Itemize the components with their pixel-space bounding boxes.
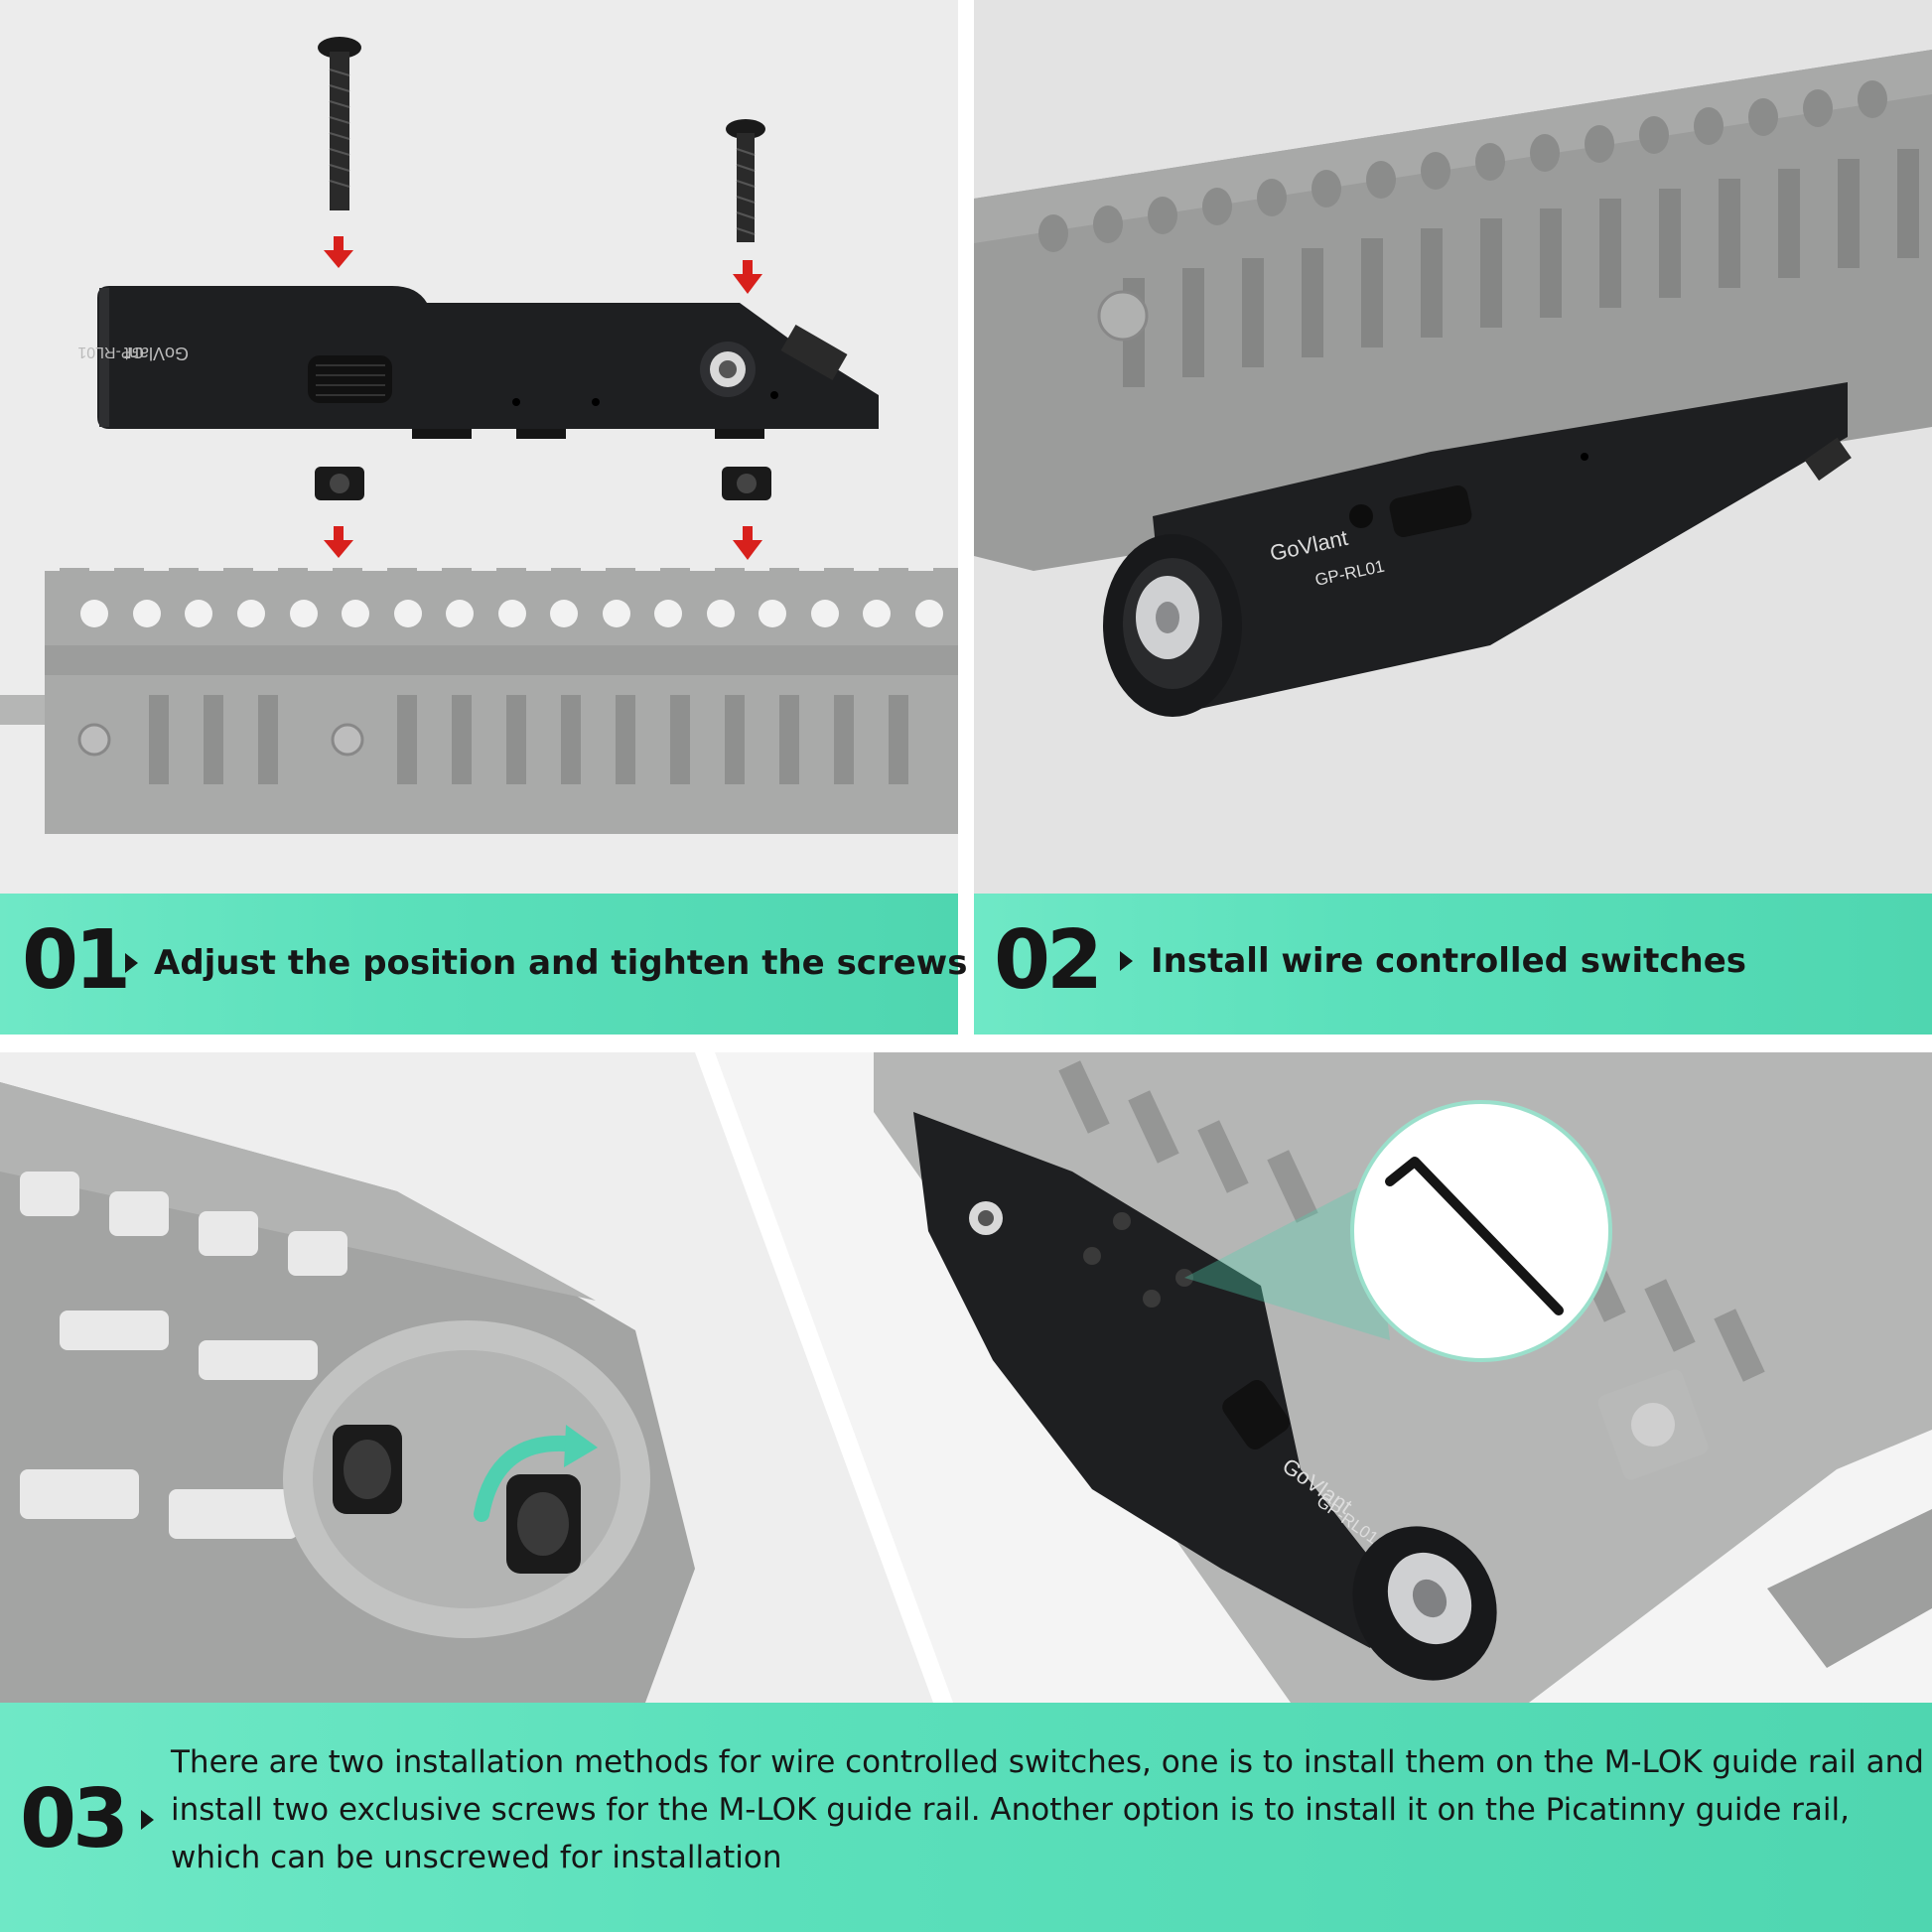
mlok-nut-icon	[333, 1425, 402, 1514]
step-description: There are two installation methods for w…	[171, 1738, 1924, 1881]
step-number: 01	[22, 913, 131, 1008]
step-number: 03	[20, 1772, 129, 1866]
step-caption: Adjust the position and tighten the scre…	[154, 943, 968, 983]
down-arrow-icon	[324, 236, 353, 268]
screw-icon	[726, 119, 765, 242]
device-model-text: GP-RL01	[77, 344, 144, 360]
step-description-line: install two exclusive screws for the M-L…	[171, 1792, 1850, 1828]
play-triangle-icon	[1120, 951, 1133, 971]
light-device	[1103, 382, 1852, 717]
step-number: 02	[994, 913, 1103, 1008]
hex-key-icon	[1385, 1157, 1564, 1315]
light-device	[97, 286, 879, 439]
magnify-callout	[1184, 1100, 1612, 1362]
step3-illustration: GoVlant GP-RL01	[0, 1052, 1932, 1703]
down-arrow-icon	[733, 260, 762, 294]
play-triangle-icon	[141, 1810, 154, 1830]
picatinny-rail	[0, 568, 958, 834]
step-description-line: There are two installation methods for w…	[171, 1744, 1924, 1780]
mlok-nut-icon	[315, 467, 364, 500]
down-arrow-icon	[324, 526, 353, 558]
screw-icon	[318, 37, 361, 210]
play-triangle-icon	[125, 953, 138, 973]
down-arrow-icon	[733, 526, 762, 560]
mlok-nut-icon	[722, 467, 771, 500]
mlok-nut-icon	[506, 1474, 581, 1574]
rotate-arrow-icon	[474, 1425, 598, 1522]
device-brand-text: GoVlant	[124, 344, 189, 363]
step-description-line: which can be unscrewed for installation	[171, 1840, 782, 1875]
step2-illustration: GoVlant GP-RL01	[974, 0, 1932, 894]
step3-caption-band: 03 There are two installation methods fo…	[0, 1703, 1932, 1932]
step1-illustration: GoVlant GP-RL01	[0, 0, 958, 894]
step-caption: Install wire controlled switches	[1151, 941, 1747, 981]
step2-caption-band: 02 Install wire controlled switches	[974, 894, 1932, 1035]
light-device	[913, 1112, 1497, 1681]
step1-caption-band: 01 Adjust the position and tighten the s…	[0, 894, 967, 1035]
